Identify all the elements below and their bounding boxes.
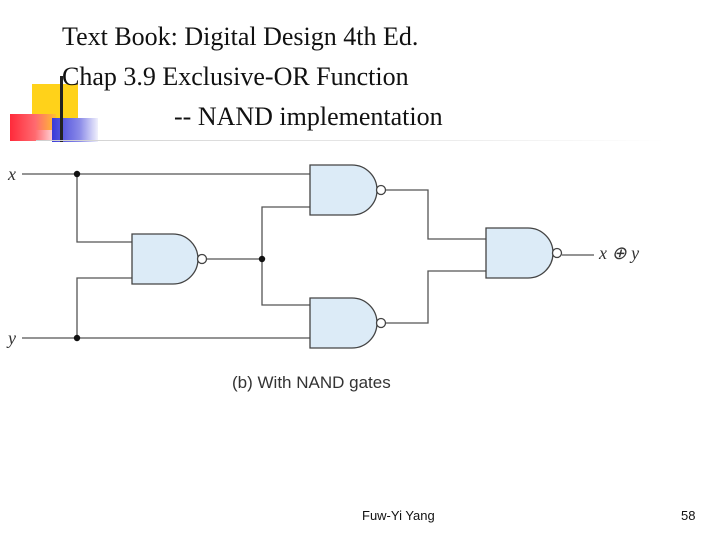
junction-gate1-out [258, 255, 266, 263]
wire-gate3-to-gate4 [386, 270, 486, 324]
wire-junction-to-gate3 [261, 259, 310, 306]
decorative-bar-blue [52, 118, 98, 142]
decorative-bar-red [10, 114, 56, 141]
nand-gate-1 [131, 233, 208, 285]
output-label: x ⊕ y [598, 243, 639, 263]
page-number: 58 [681, 508, 696, 523]
junction-y [73, 334, 81, 342]
input-label-x: x [7, 164, 16, 184]
nand-gate-2 [309, 164, 387, 216]
wire-junctions [73, 170, 266, 342]
wire-x-to-gate1 [76, 174, 132, 243]
slide-title-line-2: Chap 3.9 Exclusive-OR Function [62, 62, 409, 91]
slide-title-line-1: Text Book: Digital Design 4th Ed. [62, 22, 419, 51]
nand-gate-3 [309, 297, 387, 349]
circuit-wires [22, 173, 594, 339]
diagram-caption: (b) With NAND gates [232, 373, 391, 392]
slide-title-line-3: -- NAND implementation [174, 102, 443, 131]
wire-junction-to-gate2 [261, 206, 310, 259]
decorative-vertical-line [60, 76, 63, 142]
footer-author: Fuw-Yi Yang [362, 508, 435, 523]
title-divider [36, 140, 666, 141]
junction-x [73, 170, 81, 178]
nand-xor-circuit-diagram: x y x ⊕ y (b) With NAND gates [6, 164, 639, 392]
input-label-y: y [6, 328, 16, 348]
wire-gate2-to-gate4 [386, 189, 486, 240]
nand-gate-4 [485, 227, 563, 279]
wire-y-to-gate1 [76, 277, 132, 338]
